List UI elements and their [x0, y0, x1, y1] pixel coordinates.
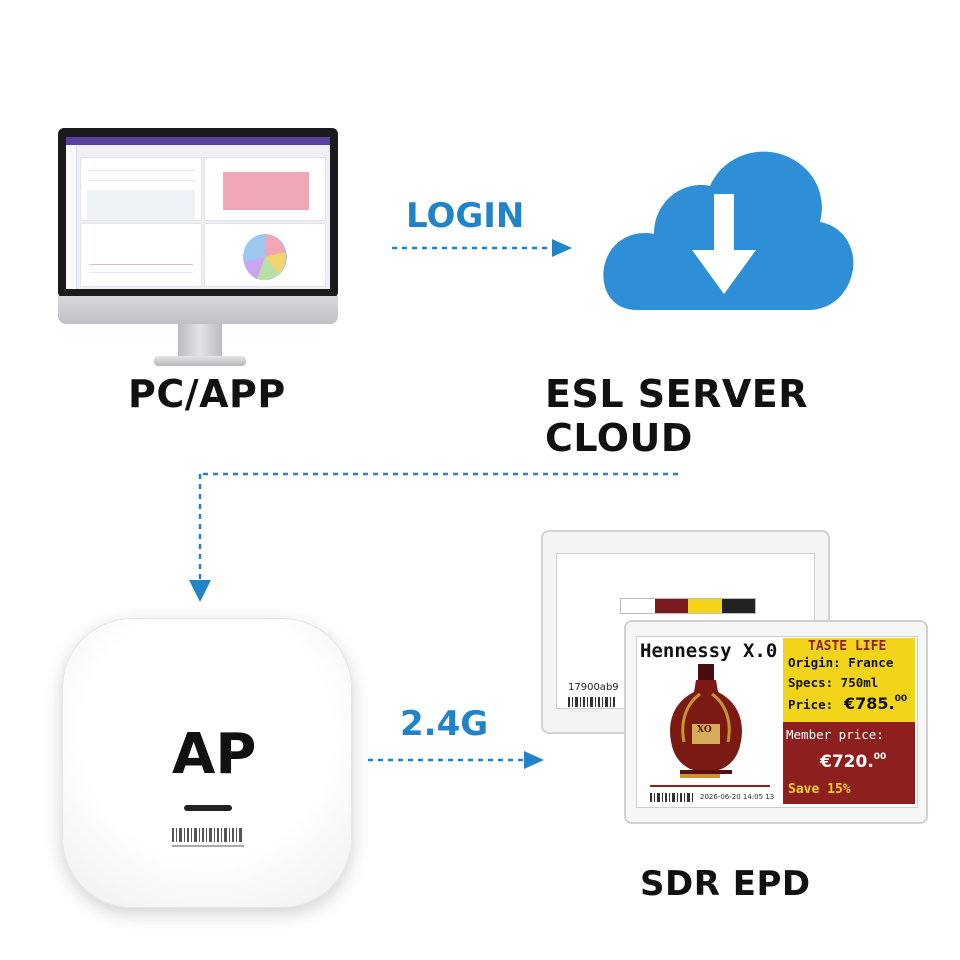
epd-save: Save 15% — [788, 782, 851, 797]
screen-sidebar — [66, 145, 77, 289]
monitor-neck — [178, 324, 222, 358]
dashboard-pink-chart — [223, 172, 309, 210]
epd-member-main: €720. — [820, 752, 874, 772]
dashboard-panel-bar — [204, 157, 326, 221]
dashboard-panel-line — [80, 223, 202, 287]
epd-price-value: €785.00 — [844, 694, 907, 713]
epd-member-value: €720.00 — [820, 752, 886, 772]
screen-titlebar — [66, 137, 330, 145]
esl-server-cloud-label: ESL SERVER CLOUD — [545, 372, 808, 460]
epd-red-panel — [783, 722, 915, 804]
epd-yellow-panel — [783, 638, 915, 722]
bottle-label-text: XO — [697, 725, 712, 735]
epd-price-main: €785. — [844, 694, 895, 713]
ap-to-epd-arrow — [368, 751, 544, 769]
cognac-bottle-image — [670, 664, 742, 774]
epd-product-name: Hennessy X.0 — [640, 640, 778, 662]
epd-back-id: 17900ab9 — [568, 682, 619, 693]
epd-timestamp: 2026-06-20 14:05 13 — [700, 793, 775, 801]
epd-back-barcode — [568, 697, 615, 707]
epd-front-barcode — [650, 793, 693, 802]
monitor-stand-base — [154, 356, 246, 366]
dashboard-panel-table — [80, 157, 202, 221]
cloud-to-ap-connector — [189, 472, 678, 602]
dashboard-panel-pie — [204, 223, 326, 287]
access-point-device — [62, 618, 352, 908]
login-label: LOGIN — [406, 196, 525, 236]
epd-origin: Origin: France — [788, 655, 894, 670]
monitor-screen — [66, 137, 330, 289]
monitor-chin — [58, 296, 338, 324]
epd-price-cents: 00 — [894, 694, 908, 704]
pc-app-label: PC/APP — [128, 372, 286, 416]
epd-red-rule — [650, 785, 770, 787]
login-arrow — [392, 239, 572, 257]
ap-serial-line — [172, 845, 244, 847]
sdr-epd-label: SDR EPD — [640, 864, 811, 904]
ap-status-led — [184, 805, 232, 811]
epd-member-cents: 00 — [873, 752, 887, 762]
dashboard-pie — [243, 234, 287, 281]
epd-member-label: Member price: — [786, 727, 884, 742]
ap-barcode — [172, 828, 242, 842]
cloud-download-icon — [603, 151, 854, 310]
epd-tagline: TASTE LIFE — [808, 639, 887, 654]
epd-price-label: Price: — [788, 697, 834, 712]
epd-back-swatches — [620, 598, 756, 614]
frequency-label: 2.4G — [400, 704, 489, 744]
epd-stars — [680, 774, 720, 778]
ap-label: AP — [172, 722, 257, 787]
epd-specs: Specs: 750ml — [788, 675, 879, 690]
